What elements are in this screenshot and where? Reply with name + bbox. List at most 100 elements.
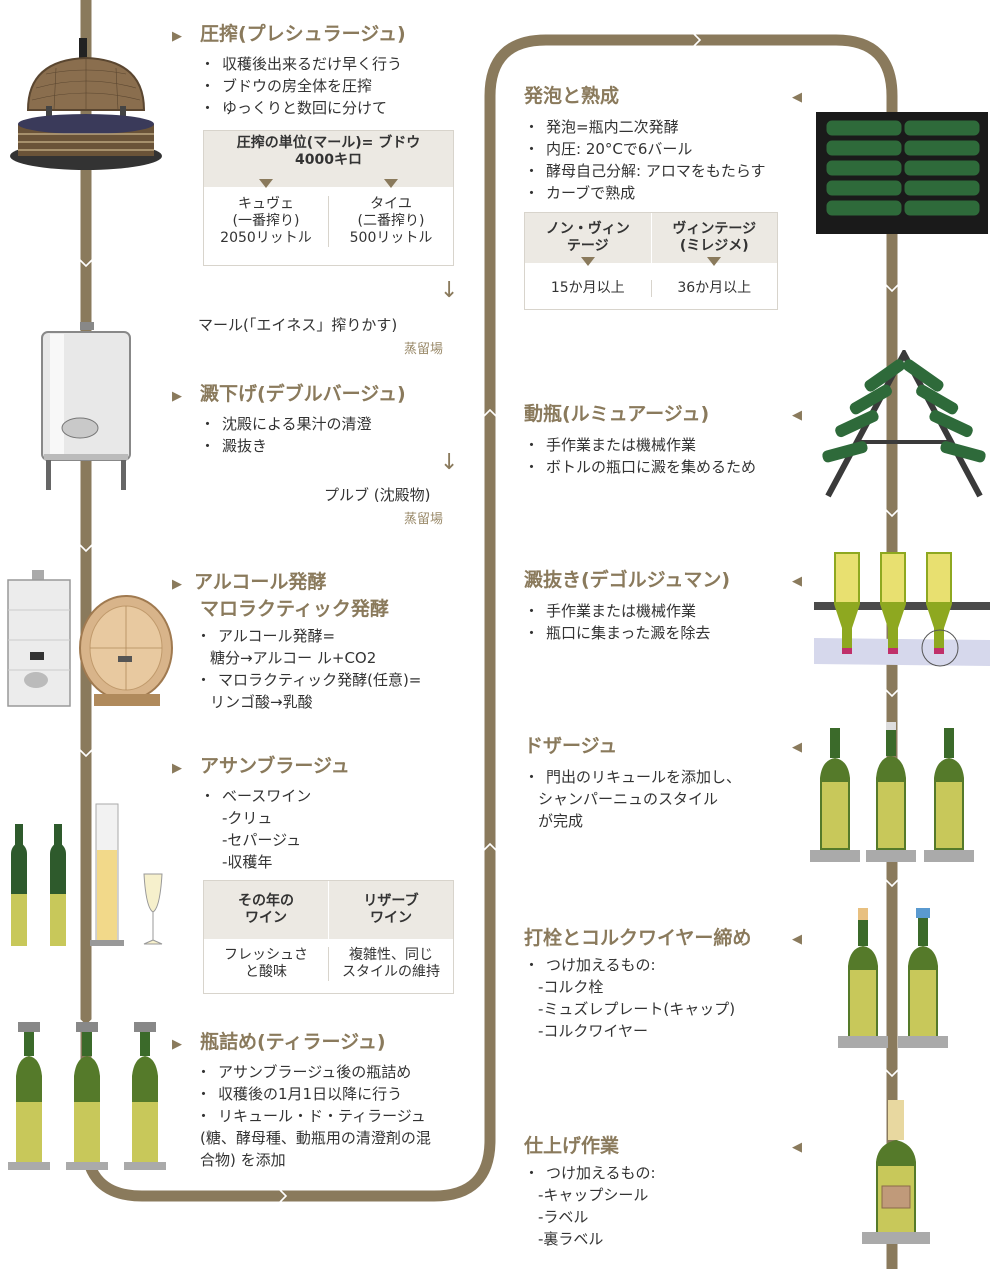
year-wine-cell: フレッシュさ と酸味 bbox=[224, 947, 308, 980]
tirage-bottles-illustration bbox=[8, 1022, 166, 1170]
step-pressing: ▶圧搾(プレシュラージュ) 収穫後出来るだけ早く行う ブドウの房全体を圧搾 ゆっ… bbox=[172, 22, 406, 119]
bullet: ブドウの房全体を圧搾 bbox=[200, 75, 406, 97]
step-debourbage: ▶澱下げ(デブルバージュ) 沈殿による果汁の清澄 澱抜き bbox=[172, 382, 406, 457]
step-dosage: ドザージュ ◀ 門出のリキュールを添加し、 シャンパーニュのスタイル が完成 bbox=[524, 734, 806, 832]
dosage-bottles-illustration bbox=[810, 722, 974, 862]
pointer-left-icon: ◀ bbox=[792, 574, 802, 589]
step-degorgement: 澱抜き(デゴルジュマン) ◀ 手作業または機械作業 瓶口に集まった澱を除去 bbox=[524, 568, 806, 644]
step-assemblage-title: ▶アサンブラージュ bbox=[172, 754, 350, 781]
step-habillage: 仕上げ作業 ◀ つけ加えるもの: -キャップシール -ラベル -裏ラベル bbox=[524, 1134, 806, 1250]
bullet: つけ加えるもの: bbox=[524, 1162, 806, 1184]
step-dosage-title: ドザージュ ◀ bbox=[524, 734, 806, 758]
sub-bullet: -ミュズレプレート(キャップ) bbox=[538, 1000, 736, 1018]
bullet: アルコール発酵= bbox=[196, 625, 421, 647]
bullet: 発泡=瓶内二次発酵 bbox=[524, 116, 806, 138]
finished-bottle-illustration bbox=[862, 1100, 930, 1244]
step-bouchage: 打栓とコルクワイヤー締め ◀ つけ加えるもの: -コルク栓 -ミュズレプレート(… bbox=[524, 926, 806, 1042]
pointer-right-icon: ▶ bbox=[172, 389, 182, 404]
step-degorgement-bullets: 手作業または機械作業 瓶口に集まった澱を除去 bbox=[524, 600, 806, 644]
down-triangle-icon bbox=[581, 257, 595, 266]
marc-residue: マール(「エイネス」搾りかす) bbox=[198, 316, 398, 334]
step-fermentation-title: ▶アルコール発酵 bbox=[172, 570, 421, 597]
bullet-continuation: 合物) を添加 bbox=[200, 1151, 286, 1169]
corked-bottles-illustration bbox=[838, 908, 948, 1048]
bullet: 酵母自己分解: アロマをもたらす bbox=[524, 160, 806, 182]
taille-cell: タイユ (二番搾り) 500リットル bbox=[328, 196, 453, 247]
pointer-left-icon: ◀ bbox=[792, 90, 802, 105]
bullet-continuation: が完成 bbox=[538, 812, 584, 830]
sub-bullet: -セパージュ bbox=[222, 831, 302, 849]
down-triangle-icon bbox=[383, 179, 398, 188]
distillery-label: 蒸留場 bbox=[404, 342, 444, 357]
pointer-right-icon: ▶ bbox=[172, 29, 182, 44]
sub-bullet: -裏ラベル bbox=[538, 1230, 604, 1248]
bullet: 手作業または機械作業 bbox=[524, 600, 806, 622]
bullet: ベースワイン bbox=[200, 785, 350, 807]
sub-bullet: -収穫年 bbox=[222, 853, 273, 871]
down-triangle-icon bbox=[259, 179, 274, 188]
step-debourbage-title: ▶澱下げ(デブルバージュ) bbox=[172, 382, 406, 409]
non-vintage-cell: 15か月以上 bbox=[550, 280, 625, 296]
distillery-label: 蒸留場 bbox=[404, 512, 444, 527]
pointer-right-icon: ▶ bbox=[172, 577, 182, 592]
step-prise-bullets: 発泡=瓶内二次発酵 内圧: 20°Cで6バール 酵母自己分解: アロマをもたらす… bbox=[524, 116, 806, 204]
wine-press-illustration bbox=[10, 38, 162, 170]
bullet: 収穫後出来るだけ早く行う bbox=[200, 53, 406, 75]
pressing-unit-table: 圧搾の単位(マール)= ブドウ4000キロ キュヴェ (一番搾り) 2050リッ… bbox=[203, 130, 454, 266]
step-remuage-bullets: 手作業または機械作業 ボトルの瓶口に澱を集めるため bbox=[524, 434, 806, 478]
base-wine-table: その年の ワイン リザーブ ワイン フレッシュさ と酸味 複雑性、同じ スタイル… bbox=[203, 880, 454, 994]
pointer-right-icon: ▶ bbox=[172, 761, 182, 776]
step-pressing-bullets: 収穫後出来るだけ早く行う ブドウの房全体を圧搾 ゆっくりと数回に分けて bbox=[200, 53, 406, 119]
bullet: リキュール・ド・ティラージュ bbox=[196, 1105, 431, 1127]
vintage-cell: 36か月以上 bbox=[650, 280, 778, 297]
step-tirage-bullets: アサンブラージュ後の瓶詰め 収穫後の1月1日以降に行う リキュール・ド・ティラー… bbox=[196, 1061, 431, 1171]
bullet: 手作業または機械作業 bbox=[524, 434, 806, 456]
step-tirage-title: ▶瓶詰め(ティラージュ) bbox=[172, 1030, 431, 1057]
step-remuage-title: 動瓶(ルミュアージュ) ◀ bbox=[524, 402, 806, 426]
bullet: アサンブラージュ後の瓶詰め bbox=[196, 1061, 431, 1083]
bullet: ボトルの瓶口に澱を集めるため bbox=[524, 456, 806, 478]
bullet: 門出のリキュールを添加し、 bbox=[524, 766, 806, 788]
aging-duration-table: ノン・ヴィン テージ ヴィンテージ (ミレジメ) 15か月以上 36か月以上 bbox=[524, 212, 778, 310]
reserve-wine-header: リザーブ ワイン bbox=[328, 881, 453, 939]
sub-bullet: -コルクワイヤー bbox=[538, 1022, 648, 1040]
pointer-left-icon: ◀ bbox=[792, 1140, 802, 1155]
pointer-left-icon: ◀ bbox=[792, 932, 802, 947]
fermentation-tank-barrel-illustration bbox=[7, 570, 173, 707]
step-prise-de-mousse: 発泡と熟成 ◀ 発泡=瓶内二次発酵 内圧: 20°Cで6バール 酵母自己分解: … bbox=[524, 84, 806, 204]
step-remuage: 動瓶(ルミュアージュ) ◀ 手作業または機械作業 ボトルの瓶口に澱を集めるため bbox=[524, 402, 806, 478]
bullet-continuation: 糖分→アルコー ル+CO2 bbox=[210, 649, 377, 667]
down-triangle-icon bbox=[707, 257, 721, 266]
step-habillage-title: 仕上げ作業 ◀ bbox=[524, 1134, 806, 1158]
step-assemblage-bullets: ベースワイン -クリュ -セパージュ -収穫年 bbox=[200, 785, 350, 873]
bullet-continuation: リンゴ酸→乳酸 bbox=[210, 693, 313, 711]
step-fermentation-title-2: マロラクティック発酵 bbox=[200, 598, 389, 620]
riddling-rack-illustration bbox=[822, 350, 986, 498]
reserve-wine-cell: 複雑性、同じ スタイルの維持 bbox=[328, 947, 453, 981]
bullet-continuation: (糖、酵母種、動瓶用の清澄剤の混 bbox=[200, 1129, 431, 1147]
bullet: 瓶口に集まった澱を除去 bbox=[524, 622, 806, 644]
bullet: マロラクティック発酵(任意)= bbox=[196, 669, 421, 691]
bullet: つけ加えるもの: bbox=[524, 954, 806, 976]
sub-bullet: -クリュ bbox=[222, 809, 273, 827]
step-assemblage: ▶アサンブラージュ ベースワイン -クリュ -セパージュ -収穫年 bbox=[172, 754, 350, 873]
step-bouchage-title: 打栓とコルクワイヤー締め ◀ bbox=[524, 926, 806, 950]
bullet: ゆっくりと数回に分けて bbox=[200, 97, 406, 119]
pointer-left-icon: ◀ bbox=[792, 740, 802, 755]
bullet: 内圧: 20°Cで6バール bbox=[524, 138, 806, 160]
step-tirage: ▶瓶詰め(ティラージュ) アサンブラージュ後の瓶詰め 収穫後の1月1日以降に行う… bbox=[172, 1030, 431, 1171]
step-fermentation-bullets: アルコール発酵= 糖分→アルコー ル+CO2 マロラクティック発酵(任意)= リ… bbox=[196, 625, 421, 713]
non-vintage-header: ノン・ヴィン テージ bbox=[545, 221, 630, 254]
step-habillage-bullets: つけ加えるもの: -キャップシール -ラベル -裏ラベル bbox=[524, 1162, 806, 1250]
step-degorgement-title: 澱抜き(デゴルジュマン) ◀ bbox=[524, 568, 806, 592]
step-bouchage-bullets: つけ加えるもの: -コルク栓 -ミュズレプレート(キャップ) -コルクワイヤー bbox=[524, 954, 806, 1042]
step-debourbage-bullets: 沈殿による果汁の清澄 澱抜き bbox=[200, 413, 406, 457]
bullet: カーブで熟成 bbox=[524, 182, 806, 204]
sub-bullet: -ラベル bbox=[538, 1208, 589, 1226]
bullet: 澱抜き bbox=[200, 435, 406, 457]
bullet-continuation: シャンパーニュのスタイル bbox=[538, 790, 719, 808]
arrow-down-icon: ↓ bbox=[440, 450, 459, 475]
step-dosage-bullets: 門出のリキュールを添加し、 シャンパーニュのスタイル が完成 bbox=[524, 766, 806, 832]
pressing-unit-header: 圧搾の単位(マール)= ブドウ4000キロ bbox=[236, 135, 421, 168]
